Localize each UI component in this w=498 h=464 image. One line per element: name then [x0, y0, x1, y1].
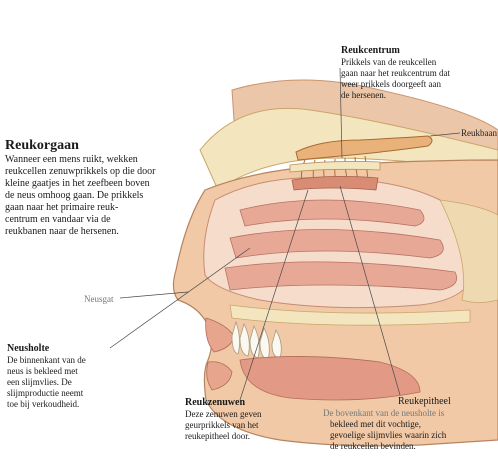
- reukepitheel-line-3: gevoelige slijmvlies waarin zich: [330, 430, 447, 440]
- reukepitheel-block: Reukepitheel De bovenkant van de neushol…: [323, 396, 495, 452]
- olfactory-bulb: [295, 135, 433, 161]
- intro-line-1: Wanneer een mens ruikt, wekken: [5, 154, 138, 165]
- reukzenuwen-line-1: Deze zenuwen geven: [185, 409, 262, 419]
- neusholte-line-2: neus is bekleed met: [7, 366, 78, 376]
- reukzenuwen-line-2: geurprikkels van het: [185, 420, 259, 430]
- intro-block: Reukorgaan Wanneer een mens ruikt, wekke…: [5, 138, 195, 238]
- turbinate-lower: [224, 261, 458, 291]
- neusholte-line-4: slijmproductie neemt: [7, 388, 84, 398]
- leader-lines: [109, 67, 461, 401]
- intro-line-4: de neus omhoog gaan. De prikkels: [5, 190, 144, 201]
- reukcentrum-line-4: de hersenen.: [341, 90, 386, 100]
- reukzenuwen-line-3: reukepitheel door.: [185, 431, 250, 441]
- cribriform-plate: [289, 161, 381, 173]
- reukcentrum-line-3: weer prikkels doorgeeft aan: [341, 79, 442, 89]
- reukcentrum-title: Reukcentrum: [341, 45, 400, 56]
- reukcentrum-line-2: gaan naar het reukcentrum dat: [341, 68, 450, 78]
- lateral-bone: [439, 199, 498, 303]
- intro-line-2: reukcellen zenuwprikkels op die door: [5, 166, 156, 177]
- turbinate-upper: [239, 199, 425, 227]
- intro-line-5: gaan naar het primaire reuk-: [5, 202, 119, 213]
- reukbaan-label: Reukbaan: [461, 128, 497, 138]
- reukzenuwen-title: Reukzenuwen: [185, 397, 246, 408]
- reukepitheel-line-2: bekleed met dit vochtige,: [330, 419, 421, 429]
- hard-palate: [229, 304, 471, 326]
- upper-lip: [205, 317, 235, 353]
- lower-lip: [206, 361, 233, 391]
- neusholte-line-5: toe bij verkoudheid.: [7, 399, 80, 409]
- reukzenuwen-block: Reukzenuwen Deze zenuwen geven geurprikk…: [185, 397, 305, 442]
- reukepitheel-line-1: De bovenkant van de neusholte is: [323, 408, 445, 418]
- neusholte-line-1: De binnenkant van de: [7, 355, 86, 365]
- neusholte-line-3: een slijmvlies. De: [7, 377, 72, 387]
- neusgat-label: Neusgat: [84, 294, 114, 304]
- intro-line-7: reukbanen naar de hersenen.: [5, 226, 119, 237]
- intro-title: Reukorgaan: [5, 138, 79, 153]
- reukepitheel-title: Reukepitheel: [398, 396, 451, 407]
- intro-line-6: centrum en vandaar via de: [5, 214, 111, 225]
- neusholte-block: Neusholte De binnenkant van de neus is b…: [7, 343, 127, 410]
- neusholte-title: Neusholte: [7, 343, 50, 354]
- tongue: [239, 356, 421, 401]
- reukcentrum-block: Reukcentrum Prikkels van de reukcellen g…: [341, 45, 496, 101]
- reukepitheel-line-4: de reukcellen bevinden.: [330, 441, 416, 451]
- intro-line-3: kleine gaatjes in het zeefbeen boven: [5, 178, 150, 189]
- reukcentrum-line-1: Prikkels van de reukcellen: [341, 57, 437, 67]
- olfactory-epithelium: [291, 176, 379, 191]
- turbinate-middle: [229, 229, 444, 259]
